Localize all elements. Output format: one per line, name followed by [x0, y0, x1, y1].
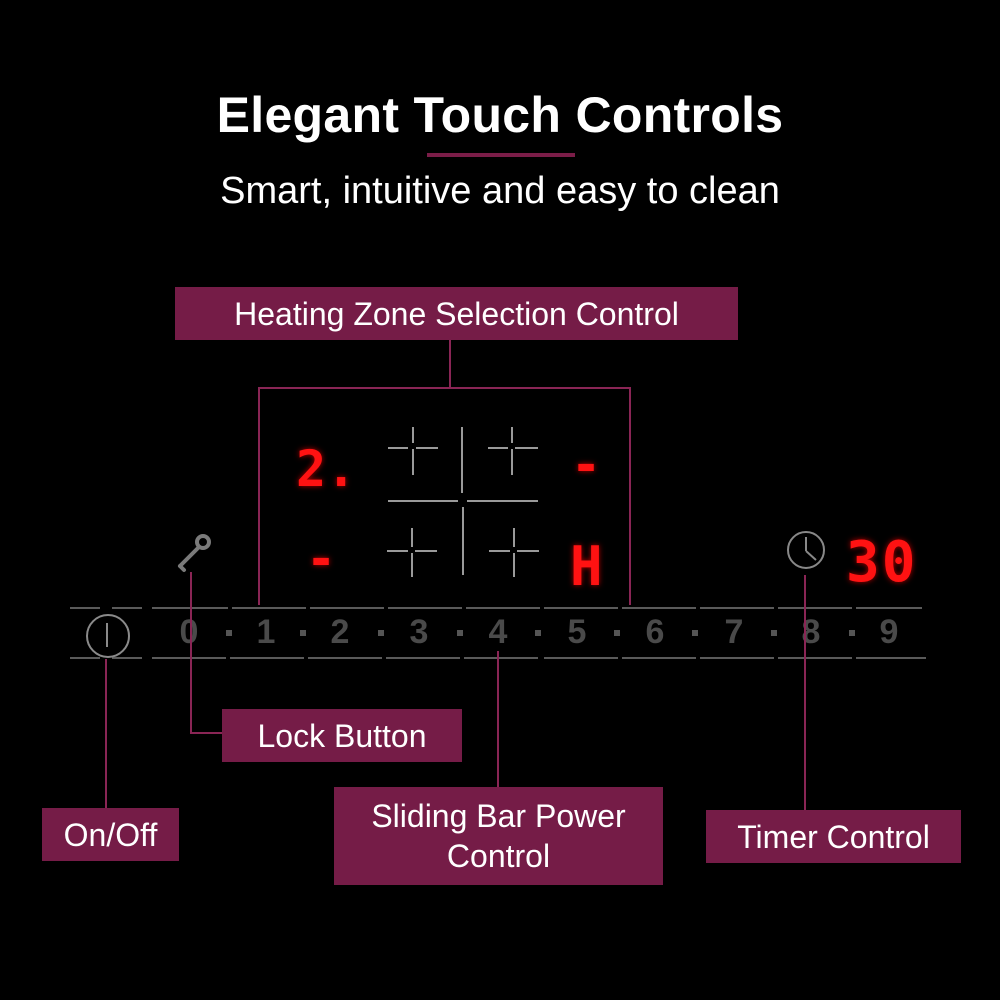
heating-zone-label: Heating Zone Selection Control	[175, 287, 738, 340]
slider-dot	[692, 630, 698, 636]
slider-top-border	[70, 607, 930, 609]
key-lock-icon[interactable]	[172, 530, 216, 574]
lock-connector-vertical	[190, 572, 192, 734]
slider-dot	[614, 630, 620, 636]
heating-zone-bracket-top	[258, 387, 631, 389]
slider-level-8[interactable]: 8	[801, 613, 821, 651]
lock-connector-horizontal	[190, 732, 222, 734]
on-off-label: On/Off	[42, 808, 179, 861]
slider-bottom-border	[70, 657, 930, 659]
slider-level-0[interactable]: 0	[179, 613, 199, 651]
slider-connector	[497, 651, 499, 787]
zone-display-bottom-left: -	[306, 530, 337, 588]
zone-display-bottom-right: H	[570, 535, 603, 598]
power-icon[interactable]	[84, 612, 132, 660]
slider-dot	[378, 630, 384, 636]
sliding-bar-label-line2: Control	[446, 838, 551, 874]
title-divider	[427, 153, 575, 157]
on-off-label-text: On/Off	[63, 816, 158, 853]
heating-zone-bracket-right	[629, 387, 631, 605]
page-subtitle: Smart, intuitive and easy to clean	[220, 170, 780, 212]
sliding-bar-label-line1: Sliding Bar Power	[371, 798, 626, 834]
heating-zone-connector	[449, 340, 451, 388]
slider-level-2[interactable]: 2	[330, 613, 350, 651]
slider-level-1[interactable]: 1	[256, 613, 276, 651]
lock-button-label-text: Lock Button	[257, 717, 427, 754]
on-off-connector	[105, 659, 107, 809]
slider-dot	[849, 630, 855, 636]
heating-zone-bracket-left	[258, 387, 260, 605]
zone-display-top-left: 2.	[296, 440, 357, 498]
cooking-zone-cross-icon[interactable]	[380, 415, 550, 585]
slider-dot	[771, 630, 777, 636]
slider-dot	[457, 630, 463, 636]
slider-dot	[535, 630, 541, 636]
clock-icon[interactable]	[785, 529, 827, 571]
slider-level-5[interactable]: 5	[567, 613, 587, 651]
lock-button-label: Lock Button	[222, 709, 462, 762]
slider-level-4[interactable]: 4	[488, 613, 508, 651]
timer-connector	[804, 575, 806, 811]
slider-level-6[interactable]: 6	[645, 613, 665, 651]
timer-control-label-text: Timer Control	[737, 818, 930, 855]
slider-level-9[interactable]: 9	[879, 613, 899, 651]
heating-zone-label-text: Heating Zone Selection Control	[234, 295, 679, 332]
slider-dot	[300, 630, 306, 636]
timer-control-label: Timer Control	[706, 810, 961, 863]
slider-dot	[226, 630, 232, 636]
slider-level-3[interactable]: 3	[409, 613, 429, 651]
slider-level-7[interactable]: 7	[724, 613, 744, 651]
sliding-bar-label: Sliding Bar Power Control	[334, 787, 663, 885]
timer-display: 30	[846, 530, 918, 595]
zone-display-top-right: -	[571, 436, 602, 494]
page-title: Elegant Touch Controls	[216, 87, 784, 143]
